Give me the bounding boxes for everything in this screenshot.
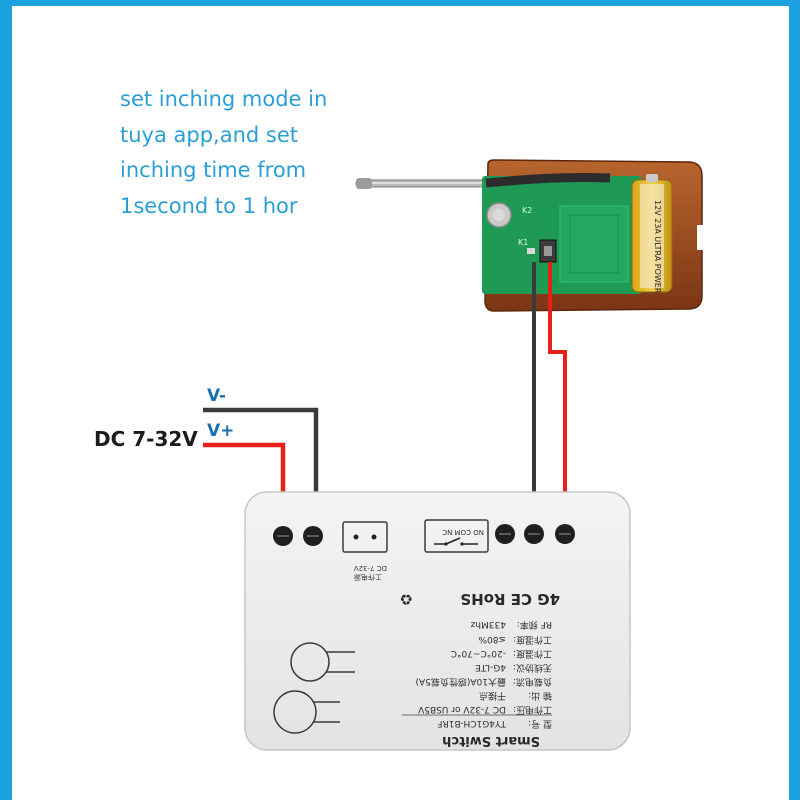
relay-terminal-labels: NO COM NC xyxy=(442,528,484,536)
recycle-icon: ♻ xyxy=(400,590,413,608)
instruction-text: set inching mode in tuya app,and set inc… xyxy=(120,82,360,224)
spec-model-label: 型 号: xyxy=(528,718,552,729)
spec-load-value: 最大10A(感性负载5A) xyxy=(415,676,506,688)
battery-label: 12V 23A ULTRA POWER xyxy=(653,200,662,294)
certification-marks: 4G CE RoHS xyxy=(460,590,560,608)
k1-label: K1 xyxy=(518,238,528,247)
power-port-label-cn: 工作电源 xyxy=(354,573,382,582)
product-name: Smart Switch xyxy=(442,733,540,748)
instruction-line-1: set inching mode in xyxy=(120,87,328,111)
instruction-line-2: tuya app,and set xyxy=(120,122,298,147)
battery-icon: 12V 23A ULTRA POWER xyxy=(631,174,673,294)
instruction-line-3: inching time from xyxy=(120,158,307,182)
v-plus-label: V+ xyxy=(207,421,235,441)
mounting-slot-bottom xyxy=(273,690,340,734)
spec-model-value: TY4G1CH-B1RF xyxy=(437,718,507,728)
spec-label: RF 频率: 433Mhz 工作湿度: ≤80% 工作温度: -20°C~70°… xyxy=(415,619,552,729)
spec-humidity-value: ≤80% xyxy=(478,634,506,644)
rf-remote: K1 K2 12V 23A ULTRA POWER xyxy=(355,159,704,312)
mounting-slot-top xyxy=(290,642,355,682)
spec-voltage-label: 工作电压: xyxy=(513,704,552,716)
spec-humidity-label: 工作湿度: xyxy=(513,634,552,646)
right-border xyxy=(789,0,800,800)
left-border xyxy=(0,0,12,800)
spec-temp-label: 工作温度: xyxy=(513,648,552,660)
supply-voltage-label: DC 7-32V xyxy=(94,427,198,451)
power-terminals xyxy=(273,526,323,546)
spec-network-label: 无线协议: xyxy=(513,662,552,674)
remote-wire-red xyxy=(548,262,567,534)
spec-output-label: 输 出: xyxy=(528,690,552,702)
relay-terminals xyxy=(495,524,575,544)
wires xyxy=(203,262,567,534)
power-port-label: DC 7-32V xyxy=(354,564,387,572)
antenna xyxy=(355,178,487,189)
spec-voltage-value: DC 7-32V or USB5V xyxy=(417,704,506,714)
spec-temp-value: -20°C~70°C xyxy=(451,648,506,658)
spec-rf-label: RF 频率: xyxy=(517,619,552,631)
power-port-icon: DC 7-32V 工作电源 xyxy=(342,521,388,582)
instruction-line-4: 1second to 1 hor xyxy=(120,193,298,218)
top-border xyxy=(0,0,800,6)
spec-load-label: 负载电流: xyxy=(513,676,552,688)
v-minus-label: V- xyxy=(207,386,226,406)
smart-switch-module: DC 7-32V 工作电源 NO COM NC 4G CE RoHS ♻ xyxy=(244,491,631,751)
relay-icon: NO COM NC xyxy=(424,519,489,553)
spec-rf-value: 433Mhz xyxy=(470,619,506,629)
spec-network-value: 4G-LTE xyxy=(475,662,506,672)
k2-label: K2 xyxy=(522,206,532,215)
spec-output-value: 干接点 xyxy=(479,690,506,702)
